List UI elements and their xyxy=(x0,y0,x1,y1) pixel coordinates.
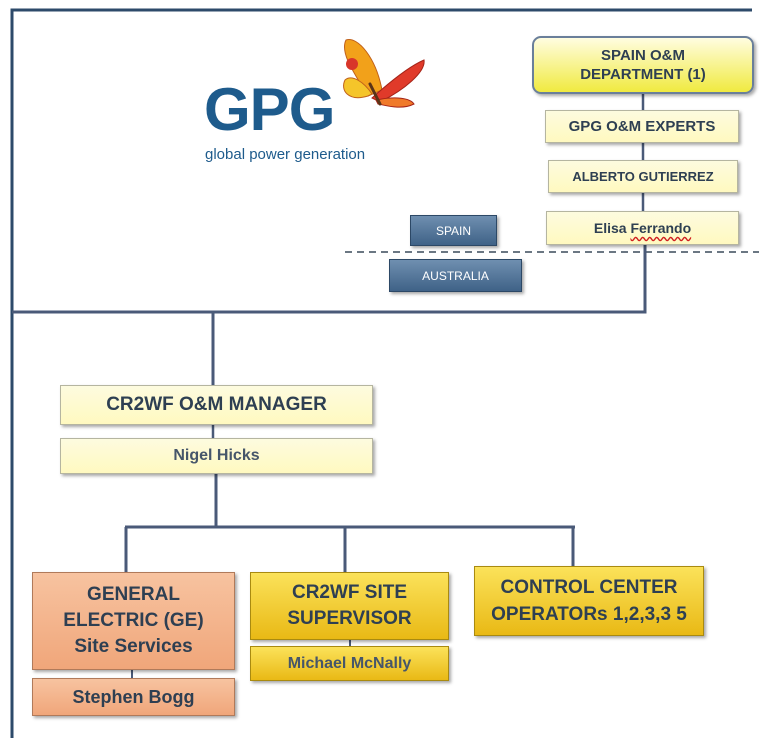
elisa-box: Elisa Ferrando xyxy=(546,211,739,245)
supervisor-line2: SUPERVISOR xyxy=(287,608,412,629)
ge-line1: GENERAL xyxy=(87,584,180,605)
manager-title-box: CR2WF O&M MANAGER xyxy=(60,385,373,425)
australia-region-button[interactable]: AUSTRALIA xyxy=(389,259,522,292)
supervisor-name-box: Michael McNally xyxy=(250,646,449,681)
frame-border xyxy=(10,8,752,738)
butterfly-icon xyxy=(343,39,425,108)
alberto-label: ALBERTO GUTIERREZ xyxy=(572,169,714,184)
supervisor-line1: CR2WF SITE xyxy=(291,582,408,603)
alberto-box: ALBERTO GUTIERREZ xyxy=(548,160,738,193)
control-center-line2: OPERATORs 1,2,3,3 5 xyxy=(491,604,687,625)
supervisor-box: CR2WF SITE SUPERVISOR xyxy=(250,572,449,640)
spain-region-button[interactable]: SPAIN xyxy=(410,215,497,246)
ge-name-box: Stephen Bogg xyxy=(32,678,235,716)
gpg-experts-box: GPG O&M EXPERTS xyxy=(545,110,739,143)
elisa-label: Elisa Ferrando xyxy=(593,220,692,236)
control-center-box: CONTROL CENTER OPERATORs 1,2,3,3 5 xyxy=(474,566,704,636)
spain-dept-box: SPAIN O&M DEPARTMENT (1) xyxy=(532,36,754,94)
control-center-line1: CONTROL CENTER xyxy=(500,577,678,598)
logo-tagline: global power generation xyxy=(205,146,366,163)
spain-dept-title-line2: DEPARTMENT (1) xyxy=(580,66,706,83)
ge-line2: ELECTRIC (GE) xyxy=(63,610,204,631)
logo-gpg-text: GPG xyxy=(204,76,335,143)
manager-name-box: Nigel Hicks xyxy=(60,438,373,474)
ge-line3: Site Services xyxy=(74,636,193,657)
gpg-experts-label: GPG O&M EXPERTS xyxy=(568,118,716,135)
ge-box: GENERAL ELECTRIC (GE) Site Services xyxy=(32,572,235,670)
ge-name-label: Stephen Bogg xyxy=(72,686,195,707)
supervisor-name-label: Michael McNally xyxy=(287,654,412,672)
spain-region-label: SPAIN xyxy=(435,223,472,238)
manager-title-label: CR2WF O&M MANAGER xyxy=(106,394,327,415)
manager-name-label: Nigel Hicks xyxy=(173,447,260,464)
australia-region-label: AUSTRALIA xyxy=(422,268,489,283)
spain-dept-title-line1: SPAIN O&M xyxy=(601,47,685,64)
